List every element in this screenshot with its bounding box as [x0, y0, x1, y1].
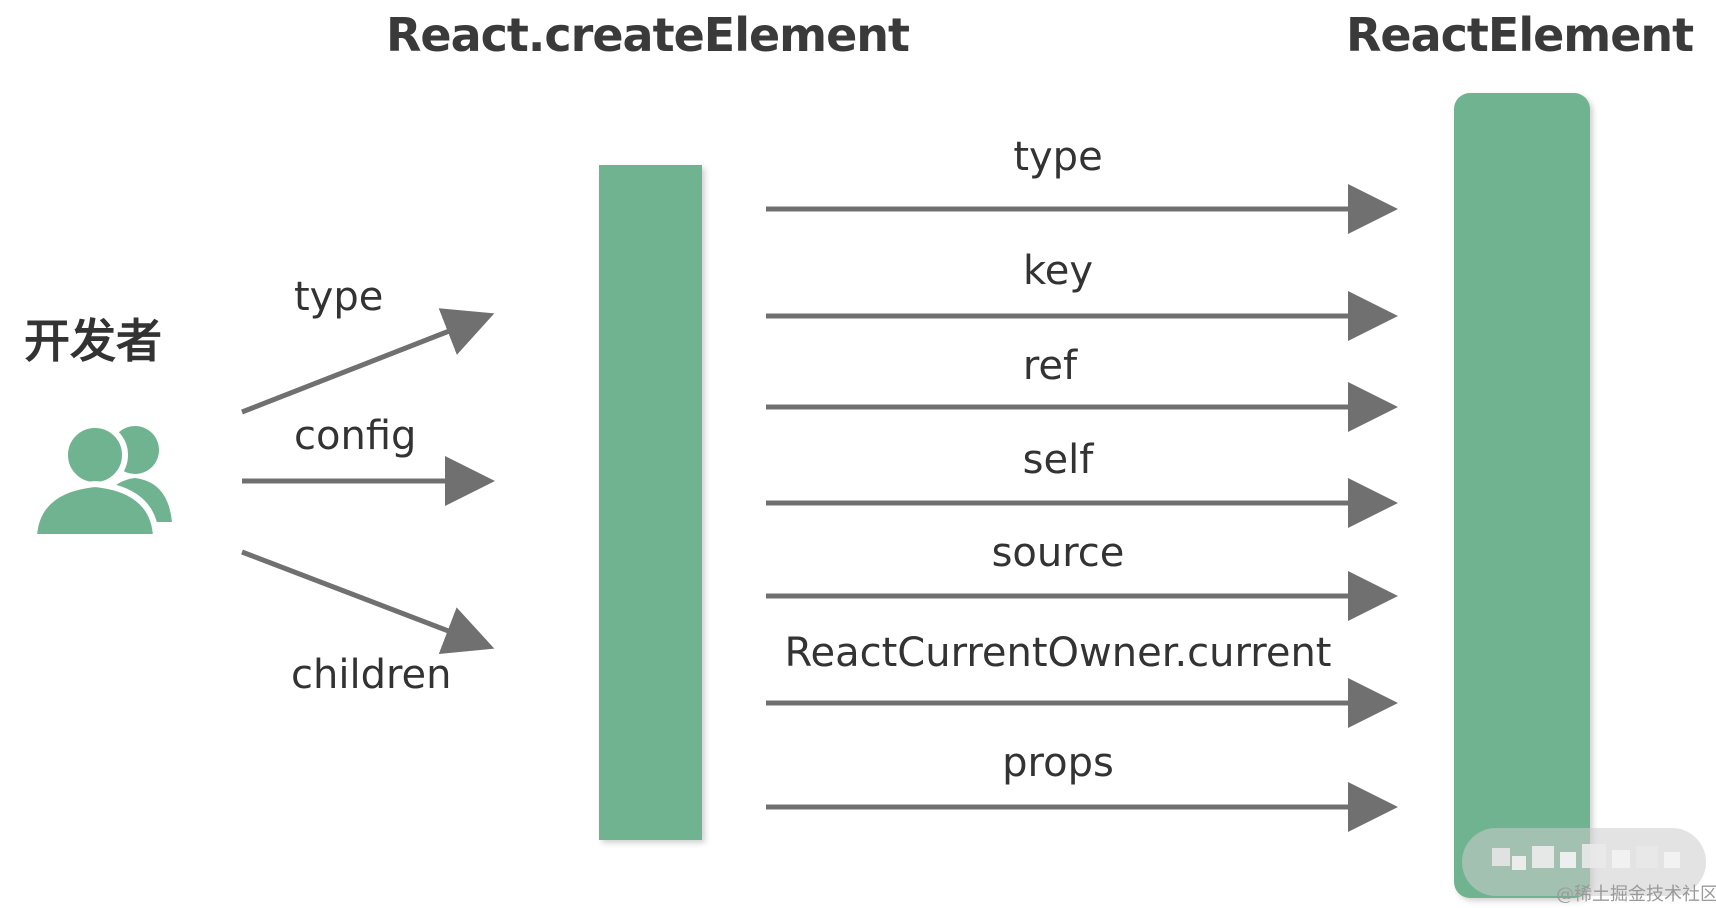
output-label-key: key	[1022, 248, 1094, 294]
output-label-ref: ref	[1022, 343, 1078, 389]
watermark-text: @稀土掘金技术社区	[1556, 884, 1716, 905]
title-create-element: React.createElement	[386, 8, 910, 62]
input-arrow-type	[241, 308, 495, 415]
output-label-props: props	[1002, 740, 1114, 786]
input-label-config: config	[294, 413, 417, 459]
output-label-owner: ReactCurrentOwner.current	[784, 630, 1332, 676]
output-label-type: type	[1013, 134, 1103, 180]
title-react-element: ReactElement	[1346, 8, 1694, 62]
create-element-box	[599, 165, 702, 840]
react-element-box	[1454, 93, 1590, 898]
watermark-logo-mosaic	[1492, 844, 1680, 870]
input-label-type: type	[294, 274, 384, 320]
input-label-children: children	[291, 652, 452, 698]
output-label-source: source	[991, 530, 1125, 576]
users-icon	[30, 422, 172, 540]
output-label-self: self	[1022, 437, 1094, 483]
developer-label: 开发者	[24, 314, 162, 368]
input-arrow-children	[241, 549, 495, 655]
